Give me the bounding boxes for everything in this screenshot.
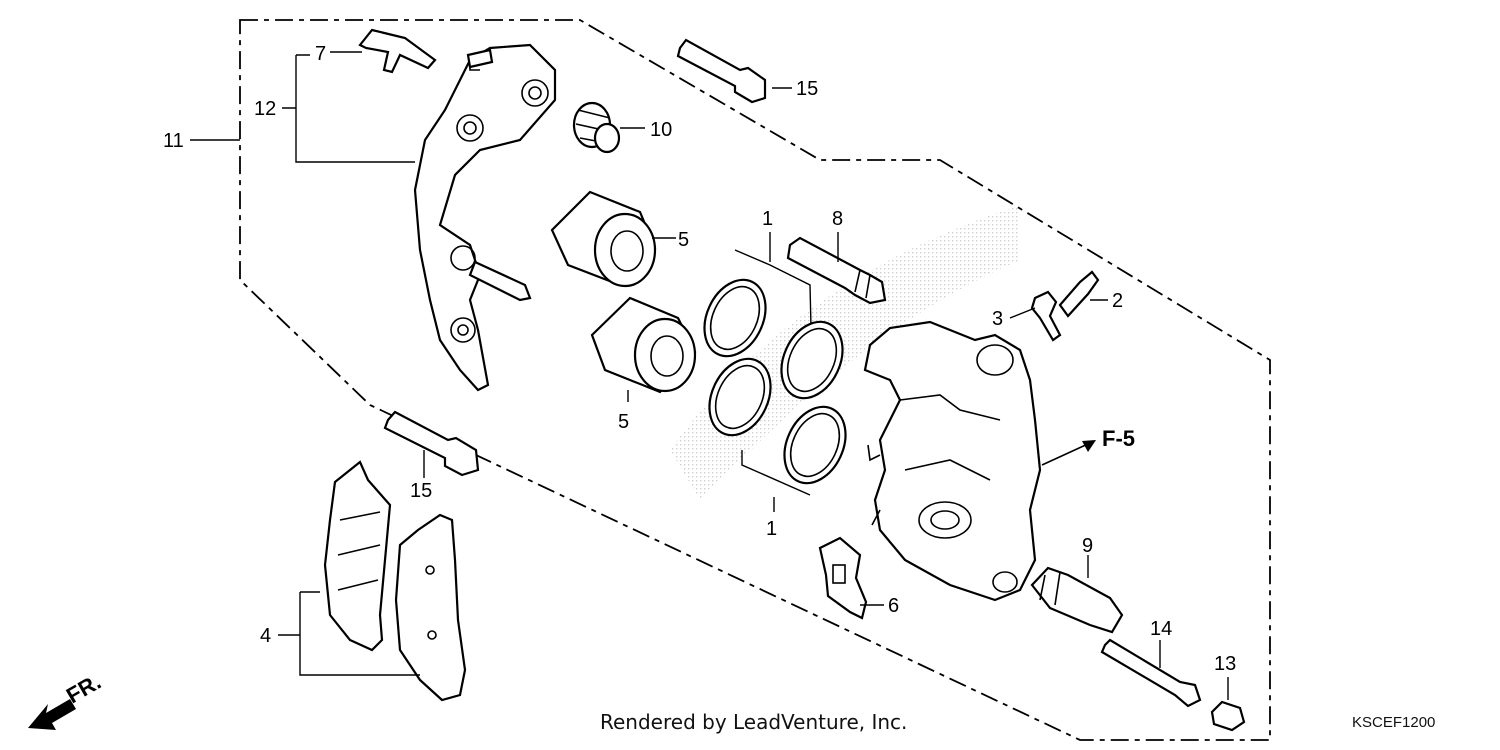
bolt-upper[interactable]	[676, 38, 767, 104]
callout-3: 3	[992, 308, 1003, 330]
seal-ring-3[interactable]	[698, 349, 783, 445]
seal-ring-1[interactable]	[693, 270, 778, 366]
boot[interactable]	[572, 101, 621, 154]
callout-13: 13	[1214, 653, 1236, 675]
reference-label: F-5	[1102, 426, 1135, 451]
callout-5-upper: 5	[678, 229, 689, 251]
caliper-bracket[interactable]	[413, 43, 557, 392]
callout-11: 11	[163, 130, 184, 152]
brake-pad-outer[interactable]	[323, 460, 392, 652]
reference-arrow-icon	[1041, 440, 1096, 466]
bleeder-cap[interactable]	[1030, 290, 1062, 342]
callout-15-lower: 15	[410, 480, 432, 502]
callout-8: 8	[832, 208, 843, 230]
bolt-lower[interactable]	[383, 410, 480, 477]
callout-4: 4	[260, 625, 271, 647]
piston-upper[interactable]	[550, 190, 657, 288]
assembly-boundary	[239, 19, 1271, 741]
callout-1-lower: 1	[766, 518, 777, 540]
seal-ring-2[interactable]	[770, 312, 855, 408]
callout-6: 6	[888, 595, 899, 617]
pin-bolt[interactable]	[786, 236, 887, 305]
render-credit: Rendered by LeadVenture, Inc.	[600, 710, 908, 734]
front-direction-arrow-icon	[28, 699, 76, 730]
callout-2: 2	[1112, 290, 1123, 312]
pad-shim[interactable]	[818, 536, 868, 620]
piston-lower[interactable]	[590, 296, 697, 394]
callout-12: 12	[254, 98, 276, 120]
brake-pad-inner[interactable]	[394, 513, 467, 702]
pin-boot[interactable]	[1030, 566, 1124, 634]
slide-pin[interactable]	[1100, 638, 1202, 708]
callout-5-lower: 5	[618, 411, 629, 433]
callout-9: 9	[1082, 535, 1093, 557]
callout-10: 10	[650, 119, 672, 141]
callout-7: 7	[315, 43, 326, 65]
diagram-code: KSCEF1200	[1352, 714, 1436, 731]
pad-spring-clip[interactable]	[358, 28, 437, 74]
caliper-body[interactable]	[863, 320, 1042, 602]
seal-ring-4[interactable]	[773, 397, 858, 493]
callout-15-upper: 15	[796, 78, 818, 100]
watermark-texture	[670, 205, 1020, 500]
plug-nut[interactable]	[1210, 700, 1246, 732]
callout-1-upper: 1	[762, 208, 773, 230]
callout-14: 14	[1150, 618, 1172, 640]
bleeder-screw[interactable]	[1058, 270, 1100, 318]
